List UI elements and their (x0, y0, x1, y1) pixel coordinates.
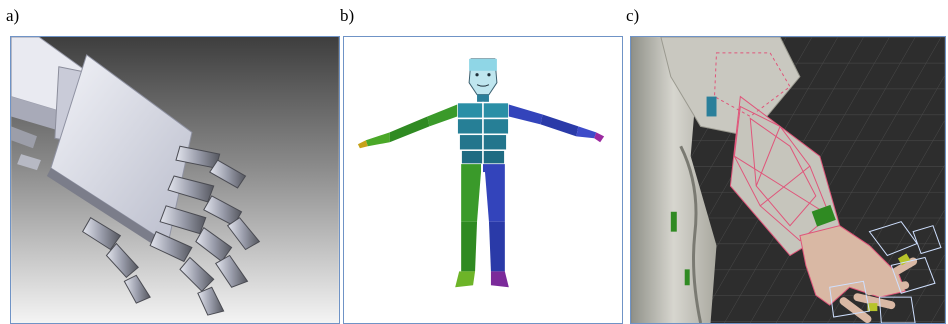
panel-c-arm-mesh (630, 36, 946, 324)
finger-segments (81, 145, 261, 316)
panel-c-label: c) (626, 6, 640, 25)
torso-segments (456, 101, 510, 165)
robotic-hand-image (11, 37, 339, 323)
panel-b-mannequin (343, 36, 623, 324)
arm-mesh-image (631, 37, 945, 323)
panel-a-robotic-hand (10, 36, 340, 324)
mannequin-image (344, 37, 622, 323)
panel-b-label: b) (340, 6, 355, 25)
panel-a-label: a) (6, 6, 20, 25)
mesh-overlay (714, 52, 831, 242)
finger-controls (829, 221, 942, 323)
